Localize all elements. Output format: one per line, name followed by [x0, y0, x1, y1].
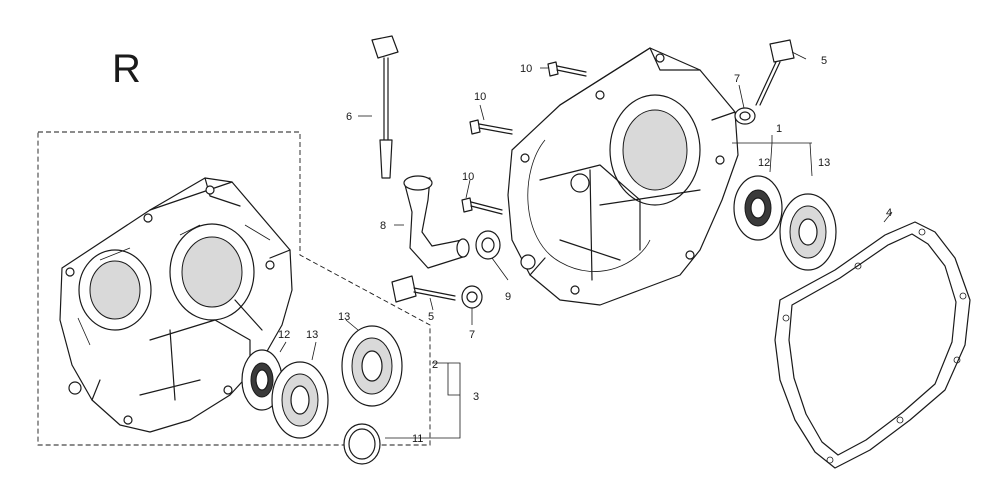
callout-13-left-inner: 13 [306, 329, 318, 341]
callout-9: 9 [505, 291, 511, 303]
callout-7-lower: 7 [469, 329, 475, 341]
bearing-13-left-inner [271, 361, 329, 439]
callout-5-lower: 5 [428, 311, 434, 323]
callout-6: 6 [346, 111, 352, 123]
gasket-4 [774, 221, 971, 469]
leader-lines [279, 51, 893, 439]
view-label: R [112, 47, 141, 91]
case-cover-left [59, 177, 293, 433]
callout-2: 2 [432, 359, 438, 371]
callout-labels: 1 2 3 4 5 5 6 7 7 8 9 10 10 10 11 12 12 … [278, 55, 892, 445]
seal-11 [343, 423, 381, 465]
callout-10-lower: 10 [462, 171, 474, 183]
washer-7-upper [734, 107, 756, 125]
seal-9 [475, 230, 501, 260]
callout-12-right: 12 [758, 157, 770, 169]
callout-8: 8 [380, 220, 386, 232]
washer-7-lower [461, 285, 483, 309]
bearing-13-right [779, 193, 837, 271]
callout-10-middle: 10 [474, 91, 486, 103]
subassembly-box [37, 131, 431, 446]
callout-4: 4 [886, 207, 892, 219]
callout-3: 3 [473, 391, 479, 403]
bolt-10-middle [469, 119, 513, 135]
bolt-10-lower [461, 197, 503, 215]
dipstick-6 [371, 35, 399, 179]
bearing-12-right [733, 175, 783, 241]
callout-5-upper: 5 [821, 55, 827, 67]
bearing-13-left-outer [341, 325, 403, 407]
bolt-10-top [547, 61, 587, 77]
callout-10-top: 10 [520, 63, 532, 75]
callout-13-right: 13 [818, 157, 830, 169]
drain-plug-5-upper [755, 39, 795, 106]
callout-11: 11 [412, 433, 423, 445]
callout-12-left: 12 [278, 329, 290, 341]
callout-7-upper: 7 [734, 73, 740, 85]
case-cover-right [507, 47, 739, 306]
drain-plug-5-lower [391, 275, 456, 303]
callout-13-left-outer: 13 [338, 311, 350, 323]
breather-tube-8 [403, 175, 470, 269]
callout-1: 1 [776, 123, 782, 135]
